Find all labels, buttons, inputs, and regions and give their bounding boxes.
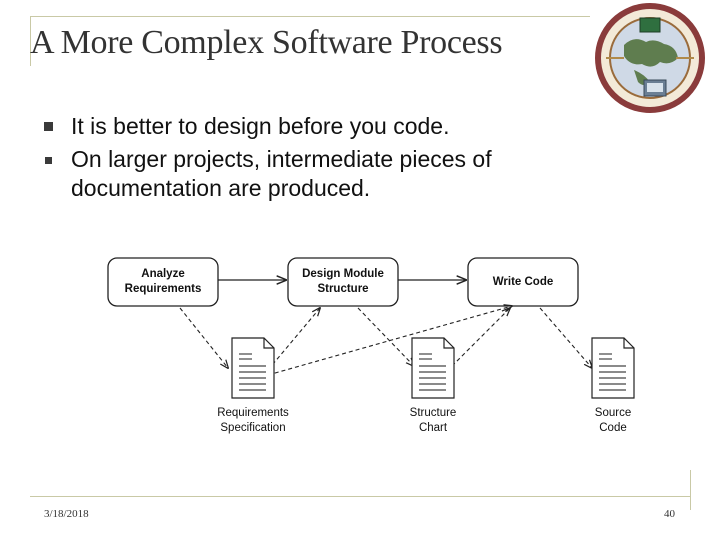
dashed-arrow: [357, 307, 414, 366]
document-source-code-line1: Source: [595, 407, 631, 419]
bullet-item: It is better to design before you code.: [44, 112, 634, 141]
bullet-item: On larger projects, intermediate pieces …: [44, 145, 634, 203]
process-box-design-line2: Structure: [317, 283, 368, 295]
process-box-design-line1: Design Module: [302, 268, 384, 280]
footer-date: 3/18/2018: [44, 508, 89, 520]
bullet-list: It is better to design before you code. …: [44, 112, 634, 207]
document-source-code-line2: Code: [599, 422, 627, 434]
footer-divider: [30, 496, 690, 497]
square-bullet-icon: [45, 157, 52, 164]
document-requirements-line2: Specification: [220, 422, 285, 434]
slide-title: A More Complex Software Process: [30, 24, 503, 61]
process-box-design: Design Module Structure: [287, 257, 399, 307]
dashed-arrow: [179, 307, 228, 368]
document-requirements-line1: Requirements: [217, 407, 289, 419]
dashed-arrow: [267, 306, 512, 376]
footer-frame-right-line: [690, 470, 691, 510]
dashed-arrow: [539, 307, 592, 368]
document-structure-chart: Structure Chart: [410, 337, 457, 434]
process-box-write-code: Write Code: [467, 257, 579, 307]
dashed-arrow: [451, 308, 510, 367]
bullet-text: It is better to design before you code.: [71, 113, 450, 139]
document-requirements: Requirements Specification: [217, 337, 289, 434]
dashed-arrow: [267, 308, 320, 371]
square-bullet-icon: [44, 122, 53, 131]
document-structure-chart-line2: Chart: [419, 422, 448, 434]
process-box-analyze-line1: Analyze: [141, 268, 184, 280]
university-logo: [595, 3, 705, 113]
footer-page-number: 40: [664, 508, 675, 520]
process-box-write-code-line1: Write Code: [493, 276, 554, 288]
document-source-code: Source Code: [591, 337, 635, 434]
title-frame-top-line: [30, 16, 590, 17]
document-structure-chart-line1: Structure: [410, 407, 457, 419]
process-box-analyze: Analyze Requirements: [107, 257, 219, 307]
process-box-analyze-line2: Requirements: [125, 283, 202, 295]
process-diagram: Analyze Requirements Design Module Struc…: [107, 257, 635, 434]
bullet-text: On larger projects, intermediate pieces …: [71, 146, 492, 201]
title-frame-left-line: [30, 16, 31, 66]
